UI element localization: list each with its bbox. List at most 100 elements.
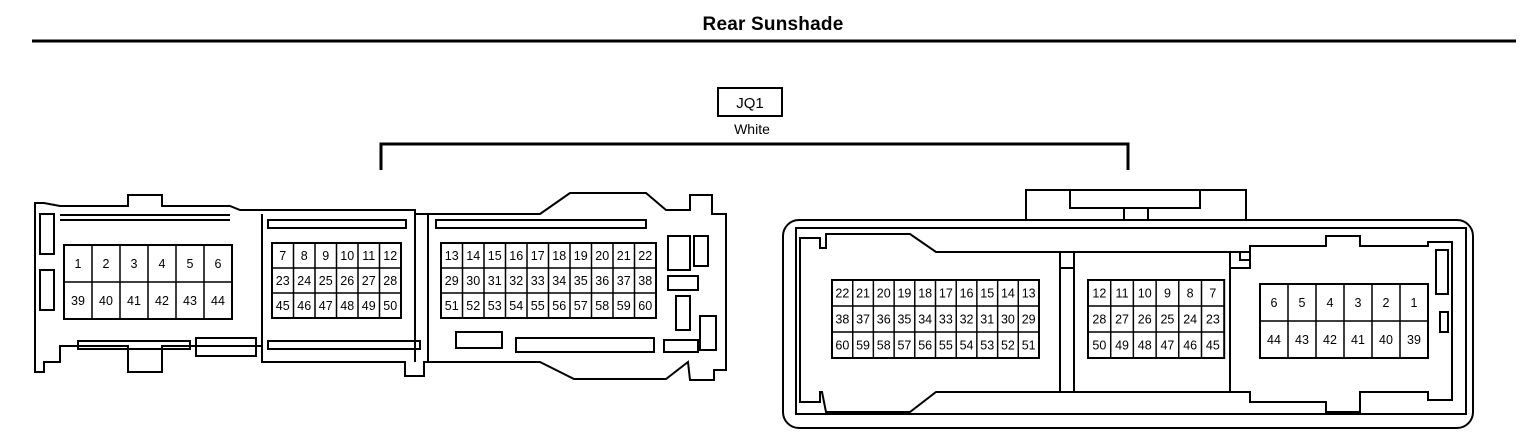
pin-number: 45 bbox=[1206, 339, 1220, 353]
pin-number: 51 bbox=[445, 299, 459, 313]
pin-cell bbox=[1017, 331, 1040, 359]
pin-number: 35 bbox=[574, 274, 588, 288]
pin-cell bbox=[1200, 331, 1225, 359]
pin-number: 25 bbox=[1160, 313, 1174, 327]
pin-number: 59 bbox=[617, 299, 631, 313]
pin-number: 60 bbox=[835, 339, 849, 353]
pin-number: 30 bbox=[466, 274, 480, 288]
pin-number: 40 bbox=[99, 294, 113, 308]
pin-number: 6 bbox=[1271, 296, 1278, 310]
connector-code: JQ1 bbox=[736, 95, 764, 112]
pin-number: 31 bbox=[980, 313, 994, 327]
pin-number: 21 bbox=[856, 287, 870, 301]
pin-number: 22 bbox=[835, 287, 849, 301]
pin-number: 27 bbox=[1115, 313, 1129, 327]
pin-number: 12 bbox=[1092, 287, 1106, 301]
pin-number: 21 bbox=[617, 249, 631, 263]
pin-number: 58 bbox=[877, 339, 891, 353]
pin-number: 19 bbox=[574, 249, 588, 263]
pin-number: 4 bbox=[159, 257, 166, 271]
pin-number: 37 bbox=[617, 274, 631, 288]
pin-number: 33 bbox=[531, 274, 545, 288]
pin-number: 9 bbox=[322, 249, 329, 263]
pin-number: 33 bbox=[939, 313, 953, 327]
pin-number: 8 bbox=[1187, 287, 1194, 301]
pin-number: 2 bbox=[103, 257, 110, 271]
pin-number: 13 bbox=[445, 249, 459, 263]
pin-number: 29 bbox=[1022, 313, 1036, 327]
pin-number: 11 bbox=[1116, 287, 1129, 301]
pin-number: 22 bbox=[638, 249, 652, 263]
pin-number: 18 bbox=[918, 287, 932, 301]
pin-number: 40 bbox=[1379, 333, 1393, 347]
pin-number: 28 bbox=[1092, 313, 1106, 327]
pin-number: 54 bbox=[509, 299, 523, 313]
pin-number: 34 bbox=[918, 313, 932, 327]
pin-number: 14 bbox=[466, 249, 480, 263]
pin-number: 3 bbox=[131, 257, 138, 271]
pin-number: 41 bbox=[127, 294, 141, 308]
diagram-title: Rear Sunshade bbox=[702, 14, 844, 35]
pin-number: 15 bbox=[488, 249, 502, 263]
pin-number: 2 bbox=[1383, 296, 1390, 310]
pin-number: 7 bbox=[279, 249, 286, 263]
pin-number: 48 bbox=[1138, 339, 1152, 353]
pin-number: 38 bbox=[835, 313, 849, 327]
pin-number: 7 bbox=[1209, 287, 1216, 301]
pin-number: 55 bbox=[939, 339, 953, 353]
pin-number: 39 bbox=[1407, 333, 1421, 347]
pin-number: 4 bbox=[1327, 296, 1334, 310]
left-connector-housing bbox=[34, 192, 727, 381]
right-connector-housing bbox=[782, 189, 1474, 429]
pin-number: 45 bbox=[276, 299, 290, 313]
pin-number: 11 bbox=[362, 249, 375, 263]
pin-number: 30 bbox=[1001, 313, 1015, 327]
pin-number: 50 bbox=[383, 299, 397, 313]
pin-number: 23 bbox=[1206, 313, 1220, 327]
pin-cell bbox=[633, 292, 657, 319]
pin-cell bbox=[378, 292, 402, 319]
pin-number: 23 bbox=[276, 274, 290, 288]
pin-number: 5 bbox=[1299, 296, 1306, 310]
pin-number: 56 bbox=[552, 299, 566, 313]
pin-number: 1 bbox=[75, 257, 82, 271]
connector-bracket bbox=[379, 142, 1130, 170]
pin-number: 6 bbox=[215, 257, 222, 271]
pin-number: 54 bbox=[960, 339, 974, 353]
pin-number: 20 bbox=[595, 249, 609, 263]
pin-number: 12 bbox=[383, 249, 397, 263]
pin-number: 10 bbox=[1138, 287, 1152, 301]
pin-number: 15 bbox=[980, 287, 994, 301]
pin-number: 44 bbox=[211, 294, 225, 308]
pin-number: 44 bbox=[1267, 333, 1281, 347]
pin-number: 24 bbox=[1183, 313, 1197, 327]
pin-number: 32 bbox=[960, 313, 974, 327]
pin-number: 26 bbox=[1138, 313, 1152, 327]
pin-number: 50 bbox=[1092, 339, 1106, 353]
pin-number: 55 bbox=[531, 299, 545, 313]
pin-cell bbox=[1399, 320, 1429, 359]
pin-number: 56 bbox=[918, 339, 932, 353]
pin-number: 3 bbox=[1355, 296, 1362, 310]
pin-number: 42 bbox=[155, 294, 169, 308]
pin-number: 18 bbox=[552, 249, 566, 263]
pin-number: 46 bbox=[1183, 339, 1197, 353]
pin-number: 58 bbox=[595, 299, 609, 313]
pin-number: 60 bbox=[638, 299, 652, 313]
pin-number: 34 bbox=[552, 274, 566, 288]
pin-number: 25 bbox=[319, 274, 333, 288]
pin-number: 52 bbox=[1001, 339, 1015, 353]
connector-color-label: White bbox=[734, 121, 770, 137]
pin-number: 53 bbox=[488, 299, 502, 313]
pin-number: 31 bbox=[488, 274, 502, 288]
pin-number: 59 bbox=[856, 339, 870, 353]
pin-number: 36 bbox=[877, 313, 891, 327]
pin-number: 52 bbox=[466, 299, 480, 313]
pin-number: 13 bbox=[1022, 287, 1036, 301]
pin-number: 43 bbox=[1295, 333, 1309, 347]
